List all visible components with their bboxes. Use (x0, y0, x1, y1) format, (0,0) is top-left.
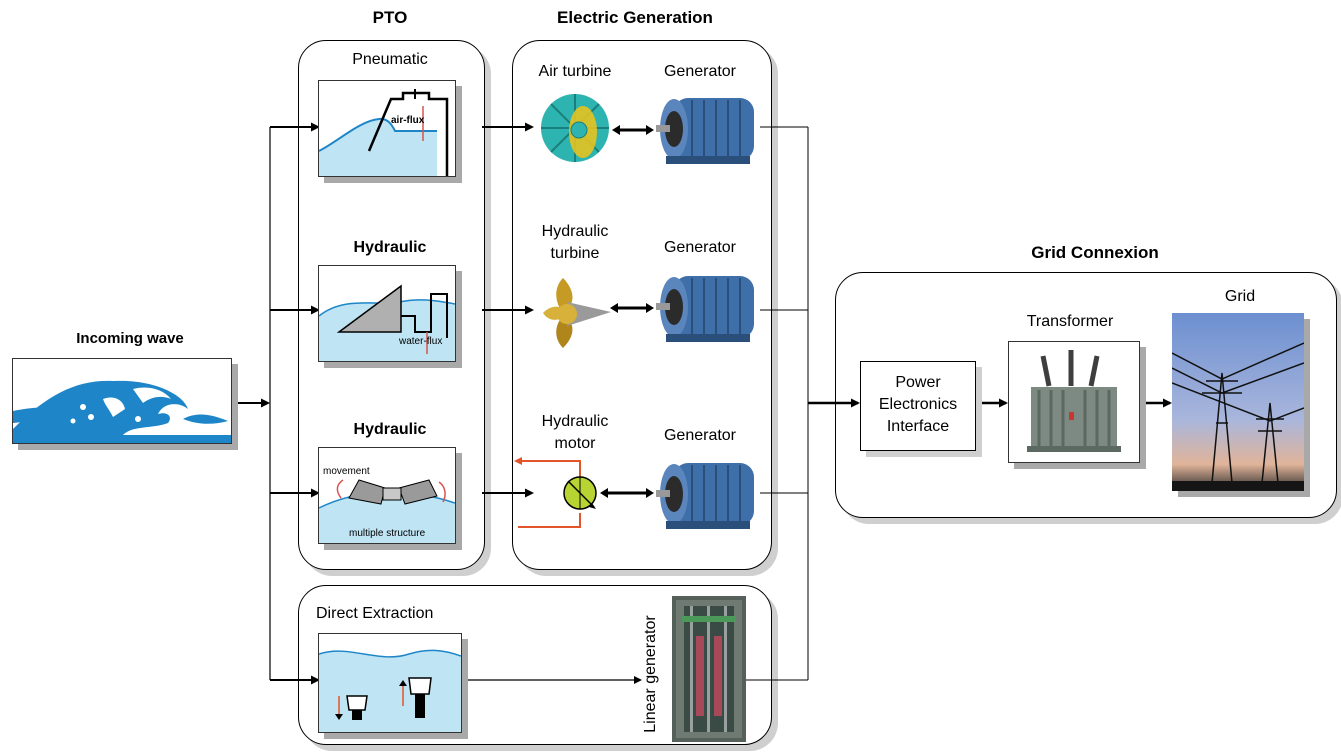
direct-extraction-label: Direct Extraction (316, 605, 434, 622)
multiple-structure-pto-image: movement multiple structure (318, 447, 456, 544)
generator-label-2: Generator (663, 239, 737, 256)
wave-icon (13, 359, 231, 443)
pto-pneumatic-label: Pneumatic (352, 51, 428, 68)
generator-label-3: Generator (663, 427, 737, 444)
generator-icon (656, 276, 754, 342)
pto-title: PTO (372, 8, 408, 27)
pei-line-3: Interface (886, 418, 950, 435)
hydraulic-motor-icon (514, 457, 597, 528)
incoming-wave-image (12, 358, 232, 444)
svg-text:multiple structure: multiple structure (349, 528, 426, 539)
hydraulic-turbine-label-2: turbine (550, 245, 600, 262)
air-turbine-label: Air turbine (538, 63, 612, 80)
hydraulic-turbine-label-1: Hydraulic (541, 223, 609, 240)
air-turbine-icon (541, 94, 609, 162)
direct-extraction-image (318, 633, 462, 733)
generator-icon (656, 98, 754, 164)
hydraulic-pto-image: water-flux (318, 265, 456, 362)
linear-generator-label: Linear generator (642, 615, 659, 733)
pto-hydraulic-label-2: Hydraulic (353, 421, 427, 438)
power-pylon-icon (1172, 313, 1304, 491)
hydraulic-motor-label-2: motor (554, 435, 596, 452)
power-electronics-interface-box: Power Electronics Interface (860, 361, 976, 451)
incoming-wave-title: Incoming wave (76, 330, 184, 347)
electric-generation-title: Electric Generation (557, 8, 713, 27)
svg-text:air-flux: air-flux (391, 115, 425, 126)
generator-icon (656, 463, 754, 529)
hydraulic-turbine-icon (543, 278, 611, 348)
generator-label-1: Generator (663, 63, 737, 80)
svg-text:water-flux: water-flux (398, 336, 442, 347)
pto-hydraulic-label-1: Hydraulic (353, 239, 427, 256)
linear-generator-icon (672, 596, 746, 742)
transformer-image (1008, 341, 1140, 463)
transformer-icon (1009, 342, 1139, 462)
svg-text:movement: movement (323, 466, 370, 477)
pei-line-1: Power (895, 374, 941, 391)
pei-line-2: Electronics (878, 396, 958, 413)
grid-label: Grid (1224, 288, 1256, 305)
pneumatic-pto-image: air-flux (318, 80, 456, 177)
grid-image (1172, 313, 1304, 491)
grid-connexion-title: Grid Connexion (1031, 243, 1159, 262)
transformer-label: Transformer (1026, 313, 1114, 330)
hydraulic-motor-label-1: Hydraulic (541, 413, 609, 430)
